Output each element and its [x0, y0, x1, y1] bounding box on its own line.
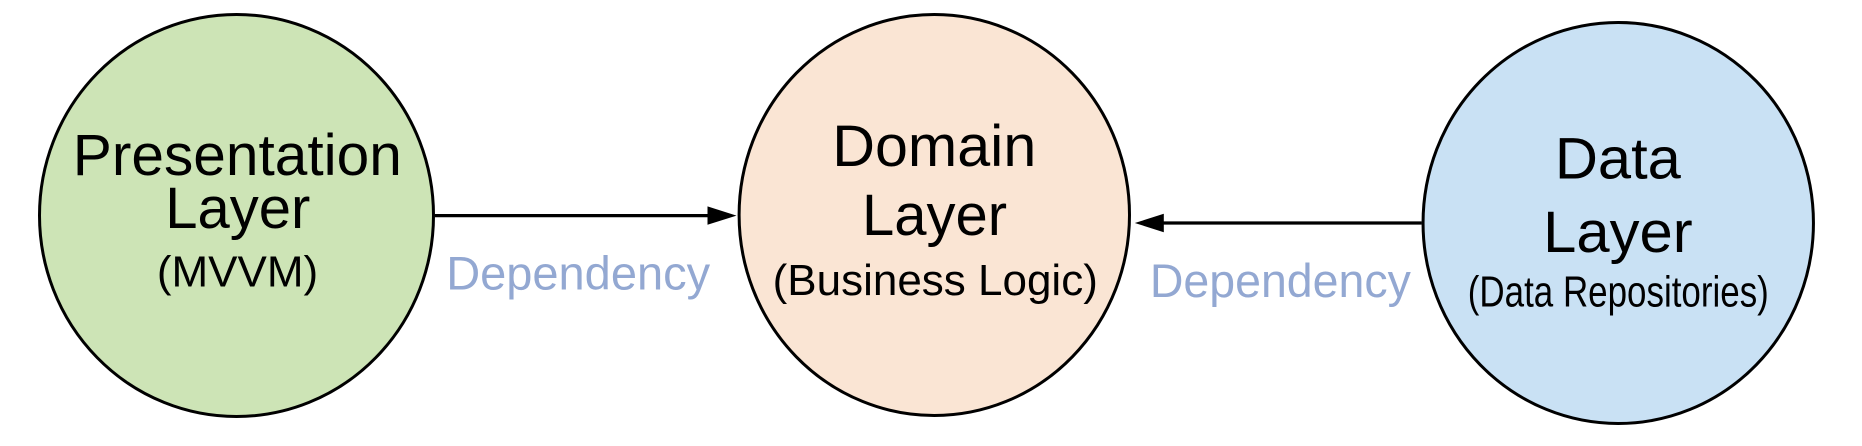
svg-text:(MVVM): (MVVM) [157, 248, 318, 297]
svg-text:Layer: Layer [165, 176, 310, 241]
svg-text:(Data Repositories): (Data Repositories) [1468, 268, 1769, 317]
svg-text:Data: Data [1555, 127, 1682, 192]
svg-text:Dependency: Dependency [446, 247, 710, 300]
svg-text:Layer: Layer [862, 183, 1007, 248]
svg-text:(Business Logic): (Business Logic) [773, 256, 1098, 305]
svg-text:Domain: Domain [832, 114, 1036, 179]
svg-text:Presentation: Presentation [73, 123, 402, 188]
svg-text:Dependency: Dependency [1150, 254, 1411, 307]
svg-text:Layer: Layer [1543, 200, 1693, 265]
